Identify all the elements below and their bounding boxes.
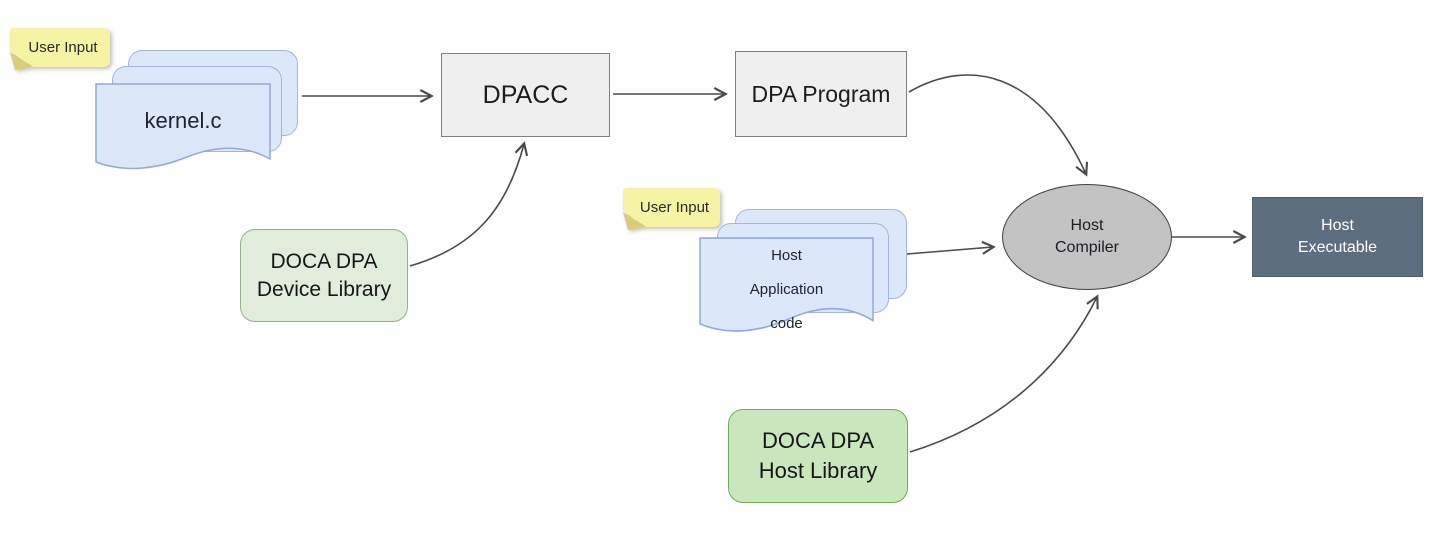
host-executable-line1: Host [1321,217,1354,234]
host-app-line3: code [770,315,803,332]
host-library-box: DOCA DPA Host Library [728,409,908,503]
arrow-dpa-program-to-compiler [908,74,1086,174]
host-compiler-line2: Compiler [1054,239,1119,256]
host-executable-line2: Executable [1297,239,1378,256]
arrow-host-library-to-compiler [909,297,1097,453]
host-compiler-ellipse: Host Compiler [1002,184,1172,290]
kernel-document-stack: kernel.c [95,50,303,172]
dpa-program-box: DPA Program [735,51,907,137]
dpacc-box: DPACC [441,53,610,137]
device-library-line2: Device Library [256,277,392,301]
host-executable-box: Host Executable [1252,197,1423,277]
host-library-line1: DOCA DPA [761,428,875,453]
user-input-note-1-label: User Input [28,39,98,56]
kernel-label: kernel.c [144,108,222,133]
host-app-document-stack: Host Application code [699,209,907,335]
host-app-doc-front: Host Application code [699,237,874,336]
device-library-box: DOCA DPA Device Library [240,229,408,322]
user-input-note-2-label: User Input [639,199,710,216]
host-compiler-line1: Host [1070,217,1104,234]
device-library-line1: DOCA DPA [270,249,378,273]
kernel-doc-front: kernel.c [95,83,271,173]
arrow-host-app-to-compiler [906,247,993,255]
arrow-device-library-to-dpacc [409,144,524,267]
dpacc-label: DPACC [482,80,569,109]
user-input-note-1: User Input [10,28,110,70]
host-app-line1: Host [771,247,802,264]
host-library-line2: Host Library [758,458,878,483]
host-app-line2: Application [749,281,824,298]
dpa-program-label: DPA Program [751,80,891,107]
user-input-note-2: User Input [623,188,720,230]
